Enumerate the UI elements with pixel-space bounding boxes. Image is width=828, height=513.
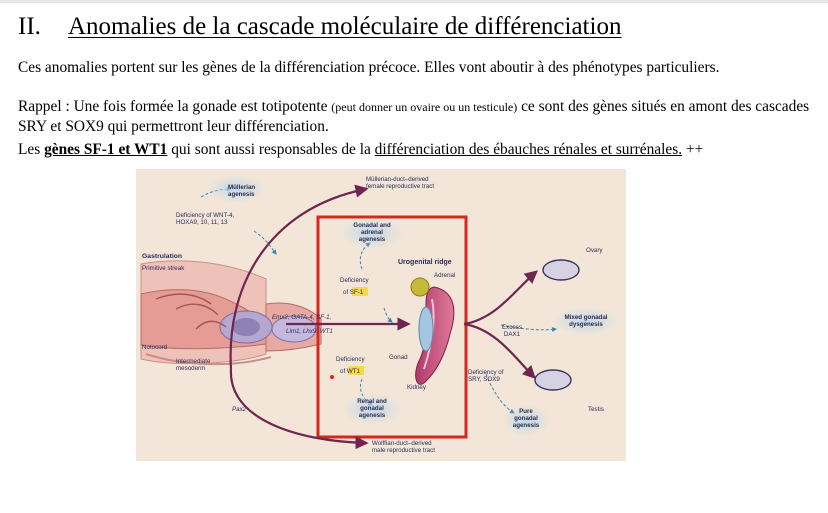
notocord-label: Notocord bbox=[142, 344, 168, 351]
primitive-streak-label: Primitive streak bbox=[142, 265, 185, 272]
highlight-box bbox=[316, 215, 468, 439]
paragraph-2-note: (peut donner un ovaire ou un testicule) bbox=[331, 100, 518, 114]
wt1-line: of WT1 bbox=[340, 368, 361, 375]
paragraph-3-genes: gènes SF-1 et WT1 bbox=[44, 141, 168, 158]
wt1-dot bbox=[330, 375, 334, 379]
deficiency-sf1-label: Deficiency bbox=[340, 277, 369, 284]
testis-shape bbox=[534, 369, 572, 391]
deficiency-wt1-label: Deficiency bbox=[336, 356, 365, 363]
paragraph-1: Ces anomalies portent sur les gènes de l… bbox=[18, 59, 720, 76]
genes-line2-label: Lim1, Lhx9, WT1 bbox=[286, 328, 333, 335]
deficiency-wnt4-label: Deficiency of WNT-4,HOXA9, 10, 11, 13 bbox=[176, 212, 234, 226]
paragraph-2: Rappel : Une fois formée la gonade est t… bbox=[18, 97, 818, 136]
section-number: II. bbox=[18, 13, 41, 40]
urogenital-ridge-illustration bbox=[410, 277, 455, 385]
testis-label: Testis bbox=[588, 406, 604, 413]
top-border bbox=[0, 0, 828, 3]
paragraph-3-text-c: ++ bbox=[682, 141, 704, 158]
renal-glow bbox=[342, 393, 402, 425]
section-title: Anomalies de la cascade moléculaire de d… bbox=[68, 13, 622, 40]
gonadal-glow bbox=[340, 217, 404, 249]
mullerian-glow bbox=[206, 175, 266, 203]
embryo-illustration bbox=[140, 260, 322, 366]
ovary-label: Ovary bbox=[586, 247, 603, 254]
kidney-label: Kidney bbox=[407, 384, 427, 391]
adrenal-label: Adrenal bbox=[434, 272, 455, 279]
pax2-label: Pax2 bbox=[232, 406, 247, 413]
mixed-glow bbox=[552, 307, 620, 335]
ovary-shape bbox=[542, 259, 580, 281]
genes-line1-label: Emx2, GATA-4, SF-1, bbox=[272, 314, 331, 321]
paragraph-3: Les gènes SF-1 et WT1 qui sont aussi res… bbox=[18, 140, 818, 159]
paragraph-3-text-b: qui sont aussi responsables de la bbox=[167, 141, 375, 158]
wt1-highlight bbox=[348, 366, 364, 375]
pathway-arrows bbox=[229, 184, 539, 450]
paragraph-3-text-a: Les bbox=[18, 141, 45, 158]
sf1-line: of SF-1 bbox=[343, 289, 364, 296]
paragraph-2-text-b: ce sont des gènes situés en amont des ca… bbox=[18, 98, 810, 135]
paragraph-3-underlined: différenciation des ébauches rénales et … bbox=[374, 141, 683, 158]
pure-glow bbox=[502, 405, 550, 437]
gastrulation-label: Gastrulation bbox=[142, 253, 182, 260]
gonad-label: Gonad bbox=[389, 354, 408, 361]
urogenital-ridge-label: Urogenital ridge bbox=[398, 259, 452, 266]
sf1-highlight bbox=[352, 287, 368, 296]
paragraph-2-text-a: Rappel : Une fois formée la gonade est t… bbox=[18, 98, 332, 115]
section-heading: II. Anomalies de la cascade moléculaire d… bbox=[18, 12, 621, 42]
